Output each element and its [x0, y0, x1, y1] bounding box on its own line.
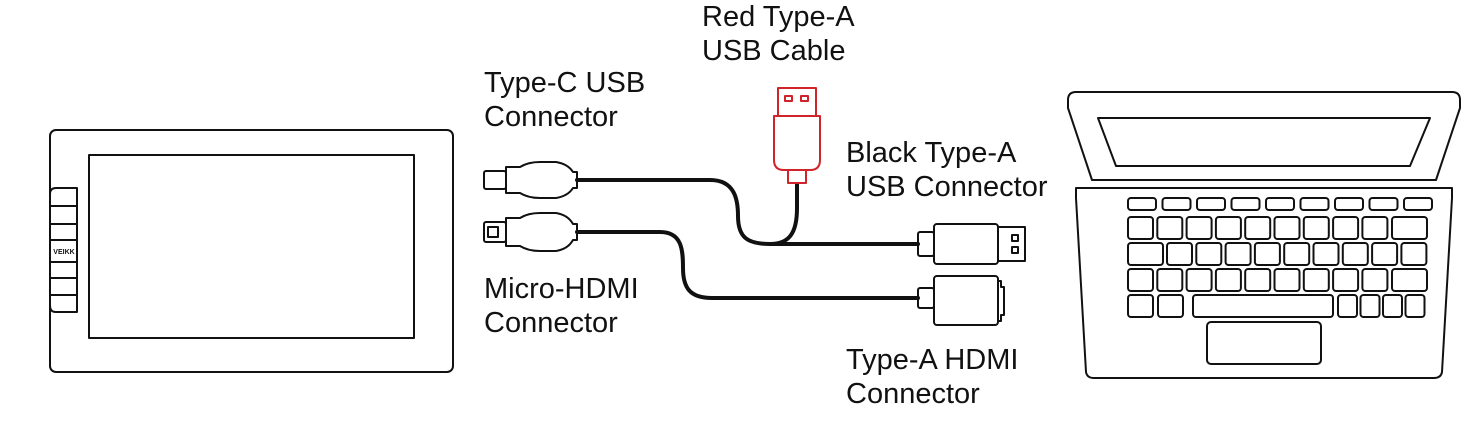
keyboard-key — [1391, 216, 1428, 240]
keyboard-key — [1185, 268, 1213, 292]
keyboard-key — [1312, 242, 1340, 266]
red-usb-cable-lead — [768, 182, 799, 246]
black-type-a-usb-connector — [917, 223, 1026, 265]
laptop-screen — [1097, 117, 1431, 167]
keyboard-key — [1244, 268, 1272, 292]
keyboard-key — [1332, 268, 1360, 292]
keyboard-key — [1127, 294, 1154, 318]
micro-hdmi-connector — [483, 212, 578, 252]
keyboard-key — [1302, 216, 1330, 240]
keyboard-key — [1253, 242, 1281, 266]
keyboard-key — [1265, 197, 1295, 211]
keyboard-key — [1302, 268, 1330, 292]
label-line: USB Cable — [702, 35, 846, 67]
keyboard-key — [1359, 294, 1381, 318]
brand-logo: VEIKK — [53, 249, 74, 256]
label-line: Connector — [484, 307, 618, 339]
label-line: Connector — [846, 378, 980, 410]
keyboard-key — [1299, 197, 1330, 211]
keyboard-key — [1157, 294, 1184, 318]
keyboard-key — [1361, 268, 1389, 292]
label-line: USB Connector — [846, 171, 1048, 203]
type-a-hdmi-connector — [917, 275, 1005, 326]
keyboard-key — [1273, 216, 1301, 240]
keyboard-key — [1161, 197, 1192, 211]
keyboard-key — [1244, 216, 1272, 240]
tablet-shortcut-keys — [49, 187, 78, 313]
label-micro-hdmi-connector: Micro-HDMI Connector — [484, 272, 639, 340]
tablet-screen — [88, 154, 415, 339]
keyboard-key — [1337, 294, 1358, 318]
keyboard-key — [1382, 294, 1403, 318]
red-type-a-usb-plug — [773, 87, 821, 184]
label-line: Micro-HDMI — [484, 273, 639, 305]
keyboard-key — [1127, 268, 1154, 292]
keyboard-key — [1334, 197, 1364, 211]
label-line: Type-C USB — [484, 67, 646, 99]
usb-cable — [575, 178, 920, 246]
keyboard-key — [1332, 216, 1360, 240]
keyboard-key — [1196, 197, 1226, 211]
keyboard-key — [1192, 294, 1334, 318]
label-line: Red Type-A — [702, 1, 855, 33]
keyboard-key — [1214, 216, 1242, 240]
keyboard-key — [1156, 216, 1184, 240]
keyboard-key — [1404, 294, 1426, 318]
keyboard-key — [1127, 242, 1164, 266]
keyboard-key — [1185, 216, 1213, 240]
hdmi-cable — [575, 230, 920, 300]
label-black-type-a-usb-connector: Black Type-A USB Connector — [846, 136, 1048, 204]
keyboard-key — [1195, 242, 1223, 266]
keyboard-key — [1127, 197, 1157, 211]
keyboard-key — [1224, 242, 1252, 266]
type-c-usb-connector — [483, 161, 578, 199]
keyboard-key — [1273, 268, 1301, 292]
keyboard-key — [1214, 268, 1242, 292]
laptop-keyboard — [1127, 197, 1433, 318]
keyboard-key — [1371, 242, 1399, 266]
keyboard-key — [1166, 242, 1193, 266]
pen-display-tablet: VEIKK — [49, 129, 454, 373]
label-red-type-a-usb-cable: Red Type-A USB Cable — [702, 0, 855, 68]
keyboard-key — [1127, 216, 1154, 240]
keyboard-key — [1361, 216, 1389, 240]
label-line: Black Type-A — [846, 137, 1017, 169]
laptop-touchpad — [1206, 321, 1322, 365]
label-type-a-hdmi-connector: Type-A HDMI Connector — [846, 343, 1018, 411]
label-line: Connector — [484, 101, 618, 133]
keyboard-key — [1403, 197, 1433, 211]
cables — [575, 178, 920, 300]
label-line: Type-A HDMI — [846, 344, 1019, 376]
label-type-c-usb-connector: Type-C USB Connector — [484, 66, 645, 134]
keyboard-key — [1400, 242, 1428, 266]
keyboard-key — [1230, 197, 1261, 211]
keyboard-key — [1283, 242, 1311, 266]
keyboard-key — [1341, 242, 1369, 266]
keyboard-key — [1368, 197, 1399, 211]
laptop — [1067, 91, 1461, 379]
keyboard-key — [1391, 268, 1428, 292]
keyboard-key — [1156, 268, 1184, 292]
